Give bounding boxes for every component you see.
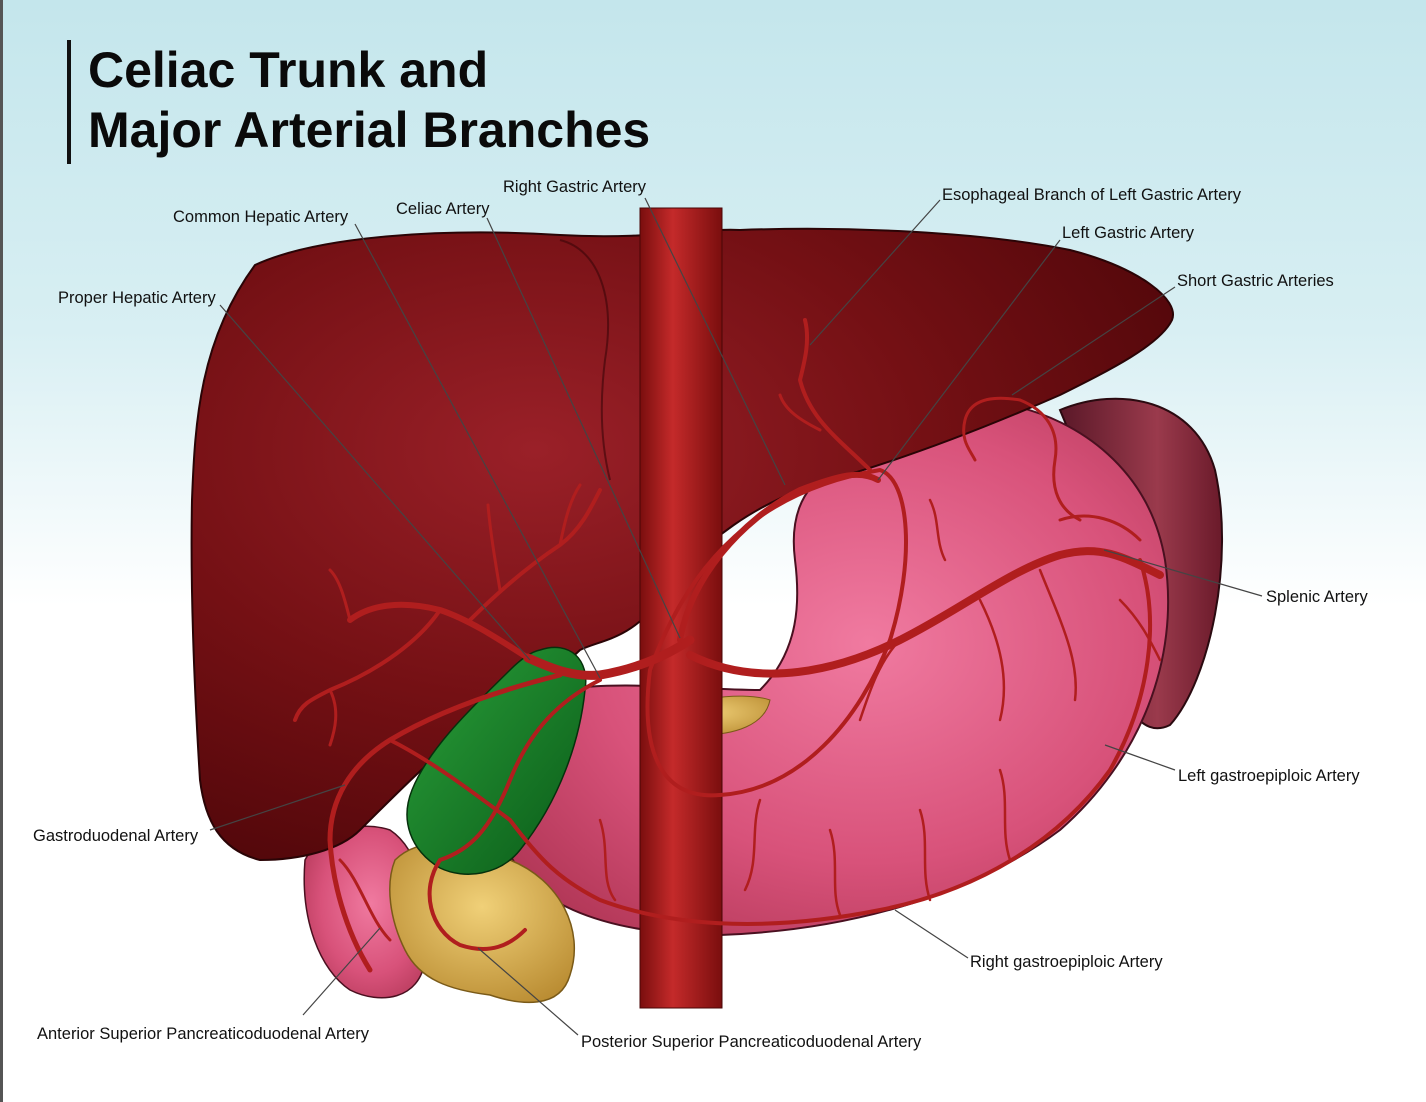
artery-network: [293, 318, 1164, 973]
label-esophageal-branch: Esophageal Branch of Left Gastric Artery: [942, 186, 1241, 204]
label-right-gastric-artery: Right Gastric Artery: [503, 178, 647, 196]
right-gastric-artery: [645, 468, 909, 798]
leader-lines: [209, 197, 1263, 1036]
label-anterior-superior-pancreaticoduodenal-artery: Anterior Superior Pancreaticoduodenal Ar…: [37, 1025, 370, 1043]
label-proper-hepatic-artery: Proper Hepatic Artery: [58, 289, 216, 307]
title-line-2: Major Arterial Branches: [88, 102, 651, 158]
title-accent-bar: [67, 40, 71, 164]
aorta: [639, 207, 723, 1009]
gastroduodenal-artery: [327, 672, 563, 973]
label-gastroduodenal-artery: Gastroduodenal Artery: [33, 827, 199, 845]
title-line-1: Celiac Trunk and: [88, 42, 489, 98]
common-hepatic-artery: [523, 635, 695, 680]
label-left-gastroepiploic-artery: Left gastroepiploic Artery: [1178, 767, 1360, 785]
label-right-gastroepiploic-artery: Right gastroepiploic Artery: [970, 953, 1163, 971]
esophageal-branch: [798, 318, 872, 472]
label-celiac-artery: Celiac Artery: [396, 200, 490, 218]
short-gastric-arteries: [962, 396, 1022, 462]
label-posterior-superior-pancreaticoduodenal-artery: Posterior Superior Pancreaticoduodenal A…: [581, 1033, 922, 1051]
label-short-gastric-arteries: Short Gastric Arteries: [1177, 272, 1334, 290]
label-common-hepatic-artery: Common Hepatic Artery: [173, 208, 349, 226]
posterior-pancreaticoduodenal: [427, 678, 602, 951]
label-left-gastric-artery: Left Gastric Artery: [1062, 224, 1195, 242]
label-splenic-artery: Splenic Artery: [1266, 588, 1368, 606]
page-left-border: [0, 0, 3, 1102]
right-gastroepiploic-artery: [388, 558, 1152, 926]
splenic-artery: [686, 547, 1164, 678]
diagram-title: Celiac Trunk and Major Arterial Branches: [88, 40, 650, 160]
anterior-pancreaticoduodenal: [338, 858, 392, 942]
